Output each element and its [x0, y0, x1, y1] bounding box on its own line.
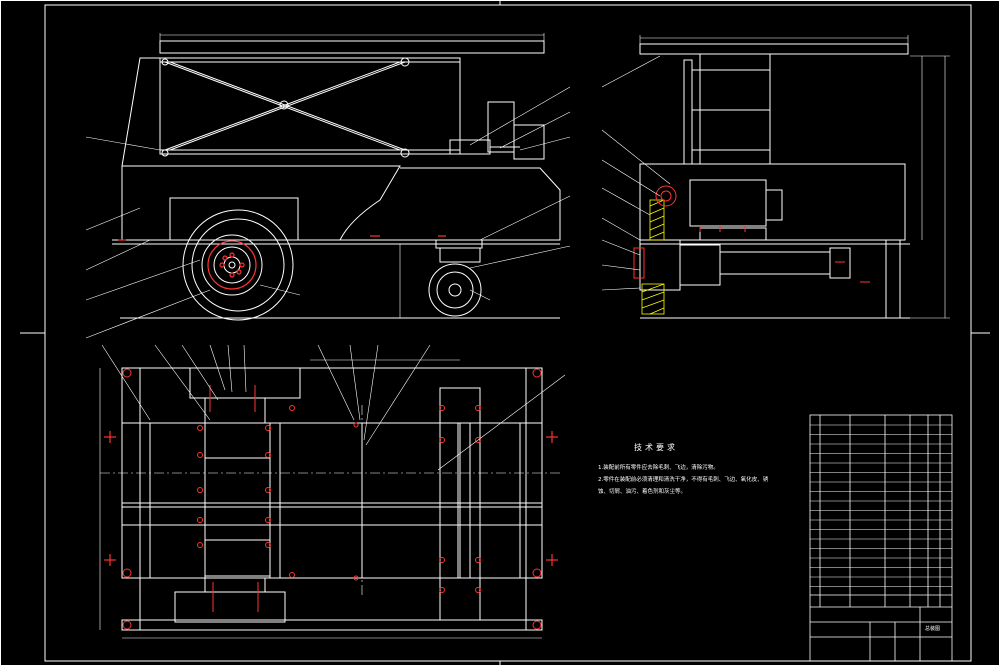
technical-requirement-line-2: 2.零件在装配前必须清理和清洗干净，不得有毛刺、飞边、氧化皮、锈: [598, 477, 769, 483]
side-view-hatching: [641, 199, 665, 315]
technical-requirement-line-1: 1.装配前所有零件应去除毛刺、飞边，清除污物。: [598, 465, 719, 471]
technical-requirement-line-3: 蚀、切屑、油污、着色剂和灰尘等。: [598, 489, 687, 495]
front-view-callouts: [85, 86, 571, 339]
title-block-bottom: [810, 594, 952, 661]
top-view-side-markers: [104, 431, 558, 566]
top-view: [99, 359, 543, 639]
front-view: [112, 33, 561, 321]
drawing-name: 总装图: [925, 626, 941, 632]
technical-requirements-title: 技术要求: [634, 443, 678, 452]
side-view-callouts: [601, 55, 671, 291]
front-view-accents: [118, 235, 446, 290]
side-view: [639, 35, 950, 319]
top-view-centerlines: [100, 405, 560, 595]
top-view-bolts: [122, 368, 542, 630]
side-view-accents: [633, 185, 870, 283]
bom-rows: [810, 424, 952, 587]
title-block: [809, 414, 953, 662]
top-view-callouts: [101, 344, 566, 471]
